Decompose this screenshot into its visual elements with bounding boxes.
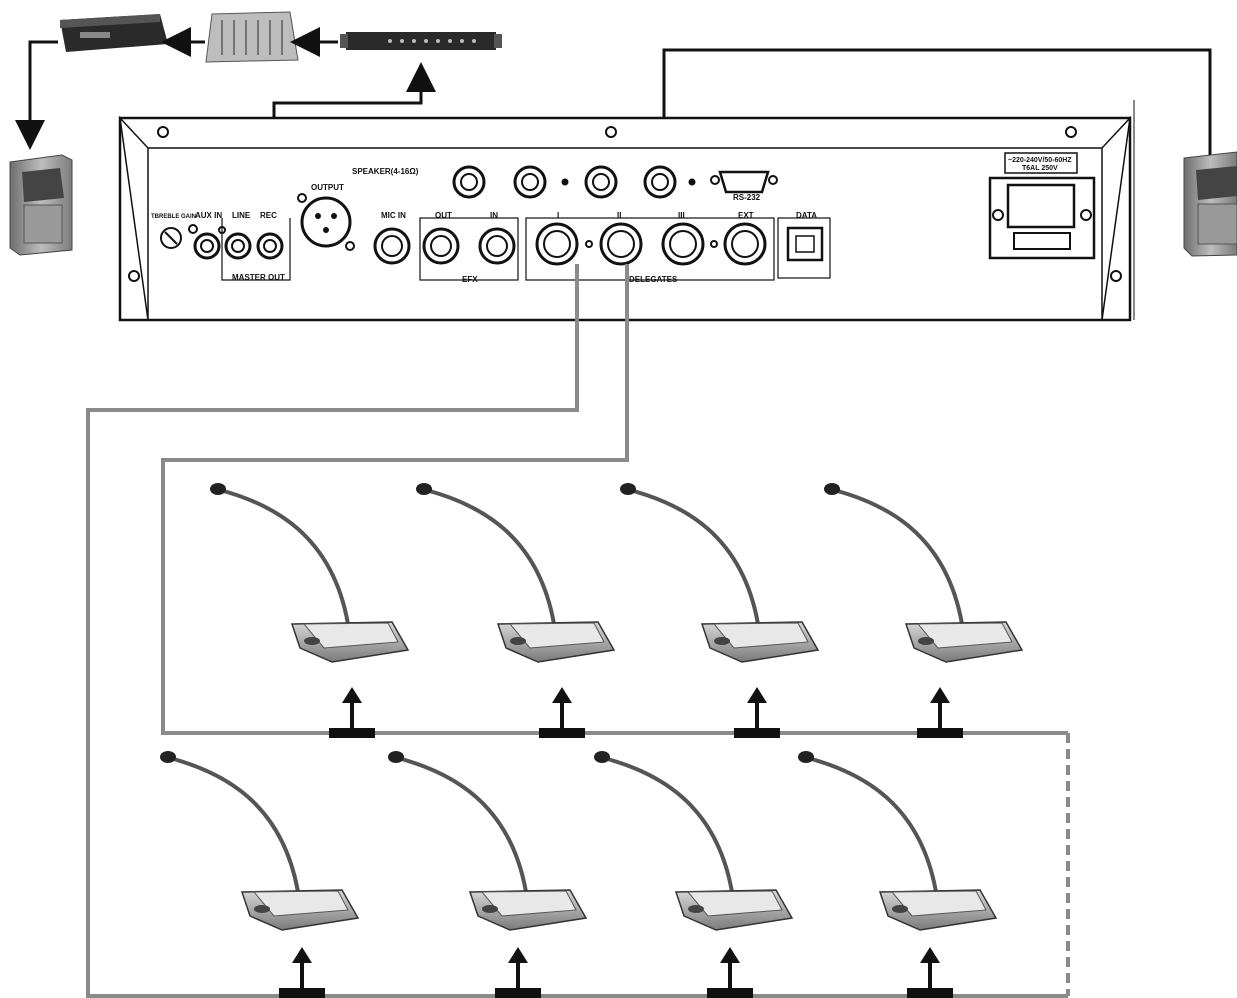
mic-in-label: MIC IN [381, 211, 406, 220]
mic-gooseneck [807, 756, 938, 893]
mic-head [798, 751, 814, 763]
mic-gooseneck [397, 756, 528, 893]
t-connector [734, 728, 780, 738]
delegates-group [525, 217, 775, 281]
rec-label: REC [260, 211, 277, 220]
mic-head [160, 751, 176, 763]
mic-button [304, 637, 320, 645]
arrow-up-icon [495, 947, 541, 998]
rear-panel [118, 100, 1135, 322]
power-inlet [988, 152, 1096, 260]
mic-gooseneck [425, 488, 556, 625]
cable-port-2 [161, 264, 1068, 735]
gooseneck-microphone-icon [594, 751, 794, 931]
t-connector [907, 988, 953, 998]
power-rating-label-2: T6AL 250V [1022, 165, 1058, 172]
master-out-label: MASTER OUT [232, 273, 285, 282]
mic-gooseneck [603, 756, 734, 893]
delegates-label: DELEGATES [629, 275, 678, 284]
right-speaker [1183, 151, 1237, 257]
mic-head [388, 751, 404, 763]
mic-button [892, 905, 908, 913]
mic-head [620, 483, 636, 495]
gooseneck-microphone-icon [388, 751, 588, 931]
efx-group [419, 217, 519, 281]
arrow-up-icon [734, 687, 780, 738]
ext-label: EXT [738, 211, 754, 220]
t-connector [329, 728, 375, 738]
cable-port-1 [86, 264, 579, 998]
t-connector [495, 988, 541, 998]
mic-head [824, 483, 840, 495]
data-port [777, 217, 831, 279]
rack-processor [340, 32, 502, 50]
efx-in-label: IN [490, 211, 498, 220]
arrow-up-icon [707, 947, 753, 998]
power-rating-label-1: ~220-240V/50-60HZ [1008, 157, 1072, 164]
gooseneck-microphone-icon [160, 751, 360, 931]
t-connector [279, 988, 325, 998]
mic-head [416, 483, 432, 495]
arrow-up-icon [279, 947, 325, 998]
port-3-label: III [678, 211, 685, 220]
gooseneck-microphone-icon [620, 483, 820, 663]
mic-button [510, 637, 526, 645]
mic-gooseneck [219, 488, 350, 625]
arrow-up-icon [917, 687, 963, 738]
mic-button [918, 637, 934, 645]
microphone-array [160, 483, 1024, 998]
gooseneck-microphone-icon [210, 483, 410, 663]
mic-gooseneck [833, 488, 964, 625]
efx-out-label: OUT [435, 211, 452, 220]
port-2-label: II [617, 211, 621, 220]
mic-gooseneck [169, 756, 300, 893]
mic-in-jack [373, 227, 411, 265]
treble-gain-label: TBREBLE GAIN [151, 214, 196, 220]
port-1-label: I [557, 211, 559, 220]
arrow-up-icon [907, 947, 953, 998]
master-out-group [218, 218, 291, 281]
t-connector [917, 728, 963, 738]
aux-in-label: AUX IN [195, 211, 222, 220]
mic-button [482, 905, 498, 913]
arrow-up-icon [539, 687, 585, 738]
mic-head [594, 751, 610, 763]
mic-button [688, 905, 704, 913]
mic-button [714, 637, 730, 645]
speaker-label: SPEAKER(4-16Ω) [352, 167, 419, 176]
line-label: LINE [232, 211, 251, 220]
aux-in-jack [193, 232, 221, 260]
audio-mixer [205, 11, 299, 63]
aux-in-screw [188, 224, 198, 234]
power-amplifier [60, 14, 168, 52]
mic-button [254, 905, 270, 913]
gooseneck-microphone-icon [824, 483, 1024, 663]
mic-head [210, 483, 226, 495]
mic-gooseneck [629, 488, 760, 625]
speaker-jacks [452, 165, 696, 199]
gooseneck-microphone-icon [798, 751, 998, 931]
rs232-port [710, 170, 778, 194]
treble-gain-knob [160, 227, 182, 249]
t-connector [707, 988, 753, 998]
gooseneck-microphone-icon [416, 483, 616, 663]
xlr-output [297, 193, 355, 251]
rs232-label: RS-232 [733, 193, 761, 202]
delegate-cables [86, 264, 1070, 998]
t-connector [539, 728, 585, 738]
efx-label: EFX [462, 275, 478, 284]
arrow-up-icon [329, 687, 375, 738]
panel-labels: SPEAKER(4-16Ω) OUTPUT RS-232 TBREBLE GAI… [151, 157, 1072, 284]
left-speaker [9, 154, 73, 256]
output-label: OUTPUT [311, 183, 344, 192]
data-label: DATA [796, 211, 817, 220]
